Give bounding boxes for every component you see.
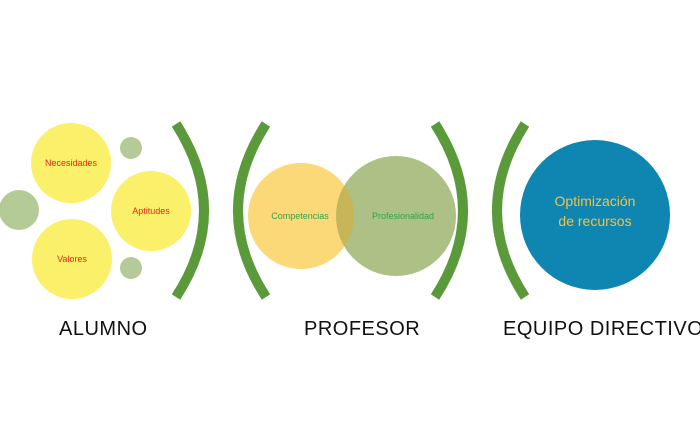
aptitudes-circle [111,171,191,251]
small-green-circle-left [0,190,39,230]
profesor-label: PROFESOR [304,318,421,340]
necesidades-circle [31,123,111,203]
aptitudes-label: Aptitudes [132,206,170,216]
left-paren-1 [233,121,271,300]
bracket-pair-1 [171,121,271,300]
equipo-group: Optimización de recursos [520,140,670,290]
competencias-label: Competencias [271,211,329,221]
valores-circle [32,219,112,299]
right-paren-1 [171,121,209,300]
profesionalidad-circle [336,156,456,276]
equipo-directivo-label: EQUIPO DIRECTIVO [503,318,700,340]
optimizacion-line2: de recursos [558,213,631,229]
alumno-group: Necesidades Aptitudes Valores [0,123,191,299]
profesionalidad-label: Profesionalidad [372,211,434,221]
right-paren-2 [430,121,468,300]
competencias-circle [248,163,354,269]
small-green-circle-top [120,137,142,159]
valores-label: Valores [57,254,87,264]
alumno-label: ALUMNO [59,318,148,340]
left-paren-2 [492,121,530,300]
small-green-circle-bottom [120,257,142,279]
optimizacion-line1: Optimización [555,193,636,209]
optimizacion-circle [520,140,670,290]
profesor-group: Competencias Profesionalidad [248,156,456,276]
necesidades-label: Necesidades [45,158,98,168]
bracket-pair-2 [430,121,530,300]
